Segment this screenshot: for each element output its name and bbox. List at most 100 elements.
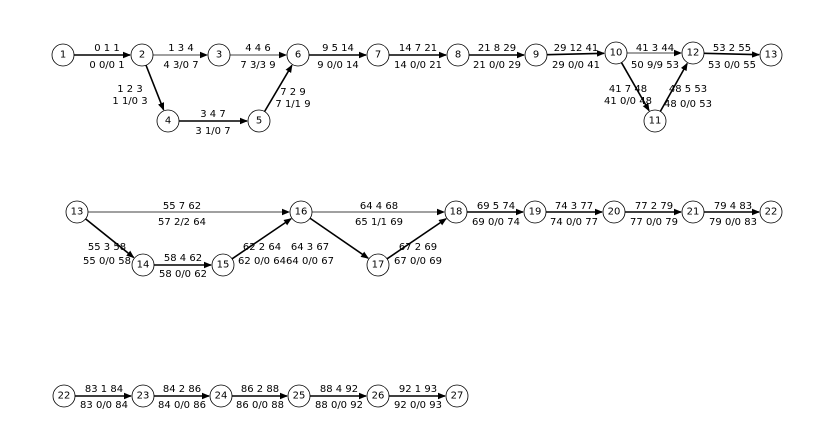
node-16: 16	[289, 200, 313, 224]
node-circle	[51, 43, 75, 67]
edge-label-top: 55 7 62	[163, 201, 201, 212]
node-circle	[444, 200, 468, 224]
edge-label-top: 62 2 64	[243, 242, 281, 253]
node-label: 21	[687, 207, 700, 218]
edge-label-bottom: 67 0/0 69	[394, 256, 442, 267]
edge-label-top: 84 2 86	[163, 384, 201, 395]
node-22a: 22	[759, 200, 783, 224]
node-6: 6	[286, 43, 310, 67]
node-circle	[681, 200, 705, 224]
edge-label-bottom: 29 0/0 41	[552, 60, 600, 71]
edge-label-top: 53 2 55	[713, 43, 751, 54]
node-circle	[207, 43, 231, 67]
edge-label-bottom: 9 0/0 14	[317, 60, 359, 71]
node-label: 5	[256, 116, 262, 127]
node-circle	[209, 384, 233, 408]
edge-line	[620, 62, 650, 112]
node-circle	[289, 200, 313, 224]
node-22b: 22	[52, 384, 76, 408]
node-17: 17	[366, 253, 390, 277]
edge-label-top: 29 12 41	[554, 43, 599, 54]
edge-label-bottom: 88 0/0 92	[315, 400, 363, 411]
node-label: 3	[216, 50, 222, 61]
node-circle	[446, 43, 470, 67]
node-13b: 13	[65, 200, 89, 224]
node-label: 17	[372, 260, 385, 271]
edge-label-bottom: 0 0/0 1	[89, 60, 124, 71]
edge-15-16	[231, 218, 292, 260]
edge-label-top: 3 4 7	[200, 109, 225, 120]
node-label: 4	[165, 116, 171, 127]
node-circle	[65, 200, 89, 224]
edge-label-bottom: 4 3/0 7	[163, 60, 198, 71]
node-1: 1	[51, 43, 75, 67]
node-circle	[759, 43, 783, 67]
node-9: 9	[524, 43, 548, 67]
node-2: 2	[130, 43, 154, 67]
node-label: 7	[375, 50, 381, 61]
node-26: 26	[366, 384, 390, 408]
node-circle	[131, 384, 155, 408]
edge-line	[85, 218, 135, 259]
node-label: 12	[687, 48, 700, 59]
edge-label-bottom: 58 0/0 62	[159, 269, 207, 280]
node-15: 15	[211, 253, 235, 277]
edge-layer	[74, 49, 761, 400]
node-7: 7	[366, 43, 390, 67]
node-circle	[211, 253, 235, 277]
edge-label-top: 58 4 62	[164, 253, 202, 264]
node-label: 25	[293, 391, 306, 402]
node-label: 22	[765, 207, 778, 218]
edge-label-top: 4 4 6	[245, 43, 270, 54]
node-24: 24	[209, 384, 233, 408]
edge-label-top: 41 7 48	[609, 84, 647, 95]
node-circle	[287, 384, 311, 408]
node-19: 19	[523, 200, 547, 224]
edge-label-bottom: 7 3/3 9	[240, 60, 275, 71]
node-21: 21	[681, 200, 705, 224]
node-circle	[524, 43, 548, 67]
edge-label-top: 14 7 21	[399, 43, 437, 54]
edge-label-top: 79 4 83	[714, 201, 752, 212]
edge-label-top: 21 8 29	[478, 43, 516, 54]
node-circle	[52, 384, 76, 408]
node-circle	[366, 43, 390, 67]
node-label: 9	[533, 50, 539, 61]
node-label: 23	[137, 391, 150, 402]
edge-label-top: 88 4 92	[320, 384, 358, 395]
node-circle	[156, 109, 180, 133]
edge-label-bottom: 50 9/9 53	[631, 60, 679, 71]
edge-label-top: 7 2 9	[280, 87, 305, 98]
node-5: 5	[247, 109, 271, 133]
edge-16-17	[309, 217, 369, 259]
edge-label-top: 64 4 68	[360, 201, 398, 212]
node-label: 6	[295, 50, 301, 61]
edge-label-top: 0 1 1	[94, 43, 119, 54]
edge-12-13a	[703, 51, 761, 58]
edge-label-top: 1 3 4	[168, 43, 193, 54]
node-14: 14	[131, 253, 155, 277]
node-label: 8	[455, 50, 461, 61]
node-25: 25	[287, 384, 311, 408]
node-12: 12	[681, 41, 705, 65]
edge-label-bottom: 1 1/0 3	[112, 96, 147, 107]
edge-label-bottom: 77 0/0 79	[630, 217, 678, 228]
node-23: 23	[131, 384, 155, 408]
node-4: 4	[156, 109, 180, 133]
edge-line	[263, 64, 293, 112]
edge-label-bottom: 64 0/0 67	[286, 256, 334, 267]
node-label: 18	[450, 207, 463, 218]
node-20: 20	[602, 200, 626, 224]
node-label: 11	[649, 116, 662, 127]
edge-line	[703, 51, 761, 58]
node-circle	[247, 109, 271, 133]
edge-label-top: 1 2 3	[117, 84, 142, 95]
edge-10-11	[620, 62, 650, 112]
edge-5-6	[263, 64, 293, 112]
edge-label-bottom: 57 2/2 64	[158, 217, 206, 228]
edge-label-top: 64 3 67	[291, 242, 329, 253]
edge-label-bottom: 55 0/0 58	[83, 256, 131, 267]
edge-label-top: 92 1 93	[399, 384, 437, 395]
node-10: 10	[604, 41, 628, 65]
